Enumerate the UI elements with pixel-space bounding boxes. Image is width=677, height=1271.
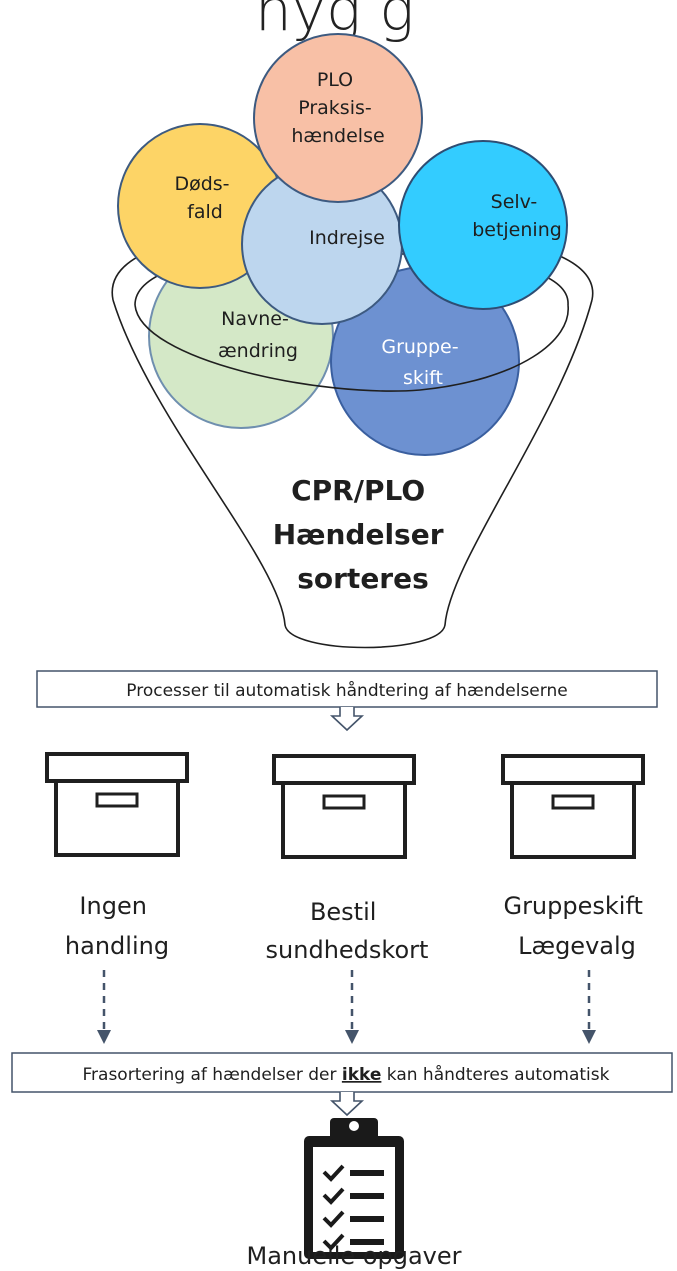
funnel-title: CPR/PLO Hændelser sorteres [273, 474, 454, 595]
result-label: Manuelle opgaver [246, 1242, 461, 1270]
funnel-front [112, 299, 593, 649]
process-bar: Processer til automatisk håndtering af h… [36, 670, 658, 708]
label-navneaendring: Navne- ændring [218, 308, 298, 362]
filter-bar-label-emph: ikke [342, 1065, 382, 1085]
box-label-ingen: Ingen handling [65, 892, 169, 960]
arrowhead-bestil [345, 1030, 359, 1044]
arrowhead-ingen [97, 1030, 111, 1044]
label-selvbetjening: Selv- betjening [472, 191, 562, 241]
arrowhead-gruppeskift [582, 1030, 596, 1044]
box-label-gruppeskift: Gruppeskift Lægevalg [503, 892, 650, 960]
process-bar-label: Processer til automatisk håndtering af h… [126, 680, 567, 701]
clipboard-icon [304, 1118, 404, 1259]
label-plo: PLO Praksis- hændelse [291, 69, 384, 147]
process-down-arrow [329, 707, 365, 732]
filter-down-arrow [329, 1092, 365, 1117]
filter-bar-label: Frasortering af hændelser der ikke kan h… [83, 1064, 610, 1085]
circle-selvbetjening [398, 140, 568, 310]
dashed-arrows [102, 970, 591, 1030]
circle-plo [253, 33, 423, 203]
label-dodsfald: Døds- fald [174, 173, 235, 223]
box-icon-gruppeskift [501, 754, 645, 859]
event-circles [117, 33, 568, 456]
box-icon-bestil [272, 754, 416, 859]
filter-bar: Frasortering af hændelser der ikke kan h… [11, 1052, 673, 1093]
filter-bar-label-after: kan håndteres automatisk [381, 1064, 609, 1085]
dashed-arrow-heads [97, 1030, 596, 1044]
box-label-bestil: Bestil sundhedskort [266, 898, 429, 964]
filter-bar-label-before: Frasortering af hændelser der [83, 1065, 342, 1085]
circle-labels: PLO Praksis- hændelse Døds- fald Indrejs… [174, 69, 561, 389]
label-gruppeskift: Gruppe- skift [381, 336, 464, 389]
label-indrejse: Indrejse [309, 227, 385, 249]
box-icon-ingen [45, 752, 189, 857]
